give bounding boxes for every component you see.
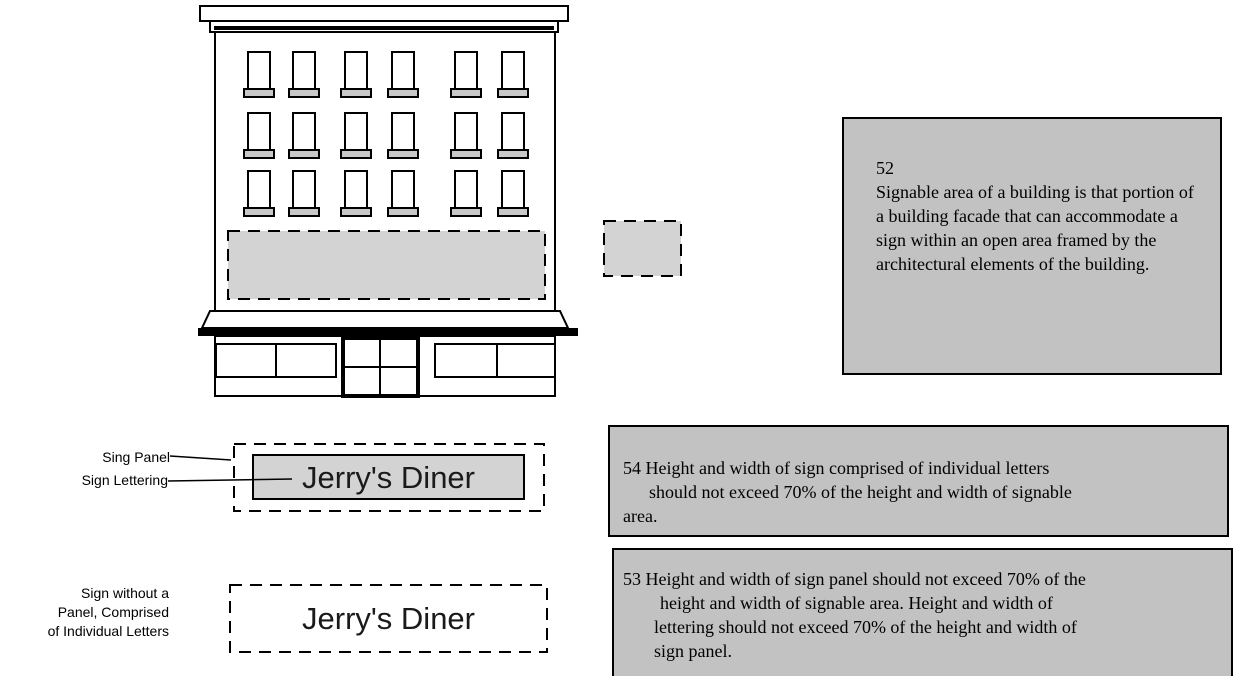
window-frame: [501, 51, 525, 90]
window-frame: [454, 170, 478, 209]
window-sill: [450, 149, 482, 159]
window-sill: [243, 88, 275, 98]
note-54-line-2: should not exceed 70% of the height and …: [649, 482, 1072, 502]
window-sill: [497, 149, 529, 159]
window-sill: [243, 207, 275, 217]
note-52-box: 52 Signable area of a building is that p…: [842, 117, 1222, 375]
note-54-box: 54 Height and width of sign comprised of…: [608, 425, 1229, 537]
note-52-number: 52: [876, 158, 894, 178]
note-52-text: Signable area of a building is that port…: [876, 182, 1194, 274]
sign-lettering-text: Jerry's Diner: [302, 460, 475, 495]
window-frame: [247, 51, 271, 90]
window-frame: [247, 112, 271, 151]
note-53-box: 53 Height and width of sign panel should…: [612, 548, 1233, 676]
awning: [200, 310, 570, 329]
window-frame: [501, 112, 525, 151]
window-sill: [288, 88, 320, 98]
window-sill: [387, 88, 419, 98]
window-frame: [292, 170, 316, 209]
awning-bar: [198, 328, 578, 336]
window-frame: [391, 170, 415, 209]
note-53-line-2: height and width of signable area. Heigh…: [660, 593, 1053, 613]
window-frame: [292, 51, 316, 90]
window-sill: [387, 149, 419, 159]
shop-window-right: [434, 343, 556, 378]
window-frame: [391, 51, 415, 90]
window-frame: [391, 112, 415, 151]
note-53-line-4: sign panel.: [654, 641, 732, 661]
window-sill: [497, 207, 529, 217]
window-sill: [340, 88, 372, 98]
window-sill: [288, 207, 320, 217]
signable-area-swatch: [603, 220, 682, 277]
roof-cornice: [199, 5, 569, 22]
window-frame: [344, 112, 368, 151]
window-frame: [247, 170, 271, 209]
window-sill: [450, 207, 482, 217]
window-frame: [454, 51, 478, 90]
window-frame: [454, 112, 478, 151]
window-sill: [387, 207, 419, 217]
window-sill: [288, 149, 320, 159]
window-sill: [340, 207, 372, 217]
signable-area-outline-2: [229, 584, 548, 653]
no-panel-label-line-1: Sign without a: [81, 585, 169, 601]
window-sill: [340, 149, 372, 159]
sign-lettering-label: Sign Lettering: [81, 472, 168, 488]
upper-windows: [243, 51, 529, 217]
individual-letters-text: Jerry's Diner: [302, 601, 475, 636]
window-frame: [344, 170, 368, 209]
window-frame: [501, 170, 525, 209]
note-53-line-1: 53 Height and width of sign panel should…: [623, 569, 1086, 589]
sign-panel-label: Sing Panel: [102, 449, 170, 465]
window-frame: [344, 51, 368, 90]
window-sill: [450, 88, 482, 98]
sign-lettering-leader: [167, 478, 293, 482]
no-panel-label-line-3: of Individual Letters: [47, 623, 169, 639]
window-frame: [292, 112, 316, 151]
no-panel-label-line-2: Panel, Comprised: [57, 604, 169, 620]
sign-panel: [252, 454, 525, 500]
window-sill: [497, 88, 529, 98]
note-54-line-3: area.: [623, 506, 658, 526]
note-53-line-3: lettering should not exceed 70% of the h…: [654, 617, 1077, 637]
sign-panel-leader: [169, 455, 232, 461]
signable-area: [227, 230, 546, 300]
note-54-line-1: 54 Height and width of sign comprised of…: [623, 458, 1050, 478]
window-sill: [243, 149, 275, 159]
signable-area-outline-1: [233, 443, 545, 512]
